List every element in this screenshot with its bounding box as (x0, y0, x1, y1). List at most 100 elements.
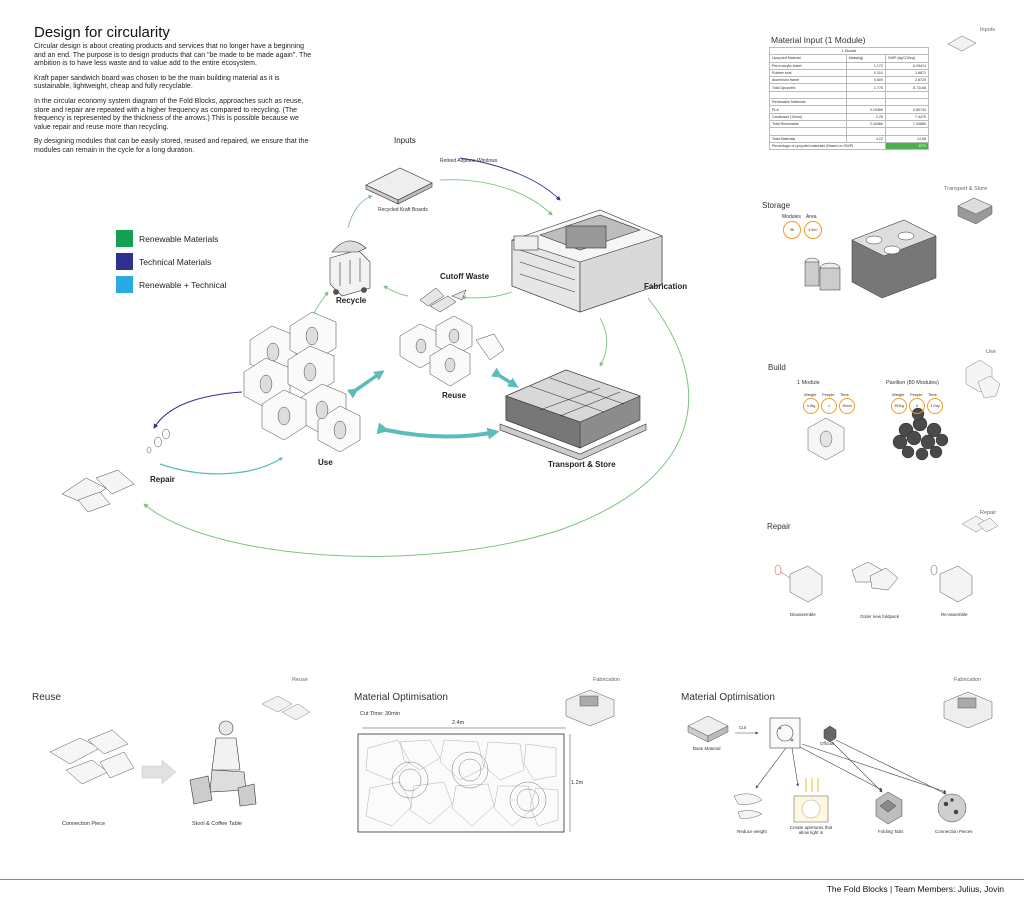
arrow-fab-to-transport (599, 317, 608, 367)
table-cell: Upcycled Material (769, 54, 847, 63)
label-recycle: Recycle (336, 296, 367, 305)
reuse-section-title: Reuse (32, 692, 61, 703)
output-folding-tabs (875, 791, 903, 825)
stool-table-label: Stool & Coffee Table (192, 821, 242, 827)
fabrication-thumb-2-illustration (943, 691, 993, 729)
build-pavilion-time-badge: 3 Day (927, 398, 943, 414)
repair-step-label: Disassemble (790, 612, 816, 617)
label-reuse: Reuse (442, 391, 467, 400)
inputs-thumb-illustration (947, 35, 977, 52)
table-cell: Perm acrylic sheet (769, 61, 847, 70)
table-cell: 0.19466 (845, 105, 886, 114)
repair-step-label: Re-assemble (941, 612, 968, 617)
output-reduce-weight (733, 793, 763, 819)
build-pavilion-people-badge: 6 (909, 398, 925, 414)
label-retired-windows: Retired Airplane Windows (440, 158, 498, 164)
table-cell (845, 98, 886, 107)
footer-credits: The Fold Blocks | Team Members: Julius, … (826, 884, 1004, 894)
output-apertures (793, 778, 829, 823)
table-cell: 1.776 (845, 83, 886, 92)
build-people-label: People (910, 392, 923, 397)
sheet-height-label: 1.2m (571, 780, 584, 786)
thumb-label-inputs: Inputs (980, 27, 995, 33)
build-people-label: People (822, 392, 835, 397)
label-inputs: Inputs (394, 136, 416, 145)
build-one-people-badge: 1 (821, 398, 837, 414)
reuse-thumb-label: Reuse (292, 677, 308, 683)
arrow-use-to-repair-blue (153, 391, 243, 429)
repair-illustration (61, 428, 170, 513)
legend-label: Renewable Materials (139, 233, 219, 244)
output-label: Create apertures that allow light in (789, 825, 833, 835)
arrow-fab-to-cutoff (461, 291, 513, 300)
table-row: Percentage of upcycled materials (Based … (769, 141, 930, 151)
intro-paragraph: Kraft paper sandwich board was chosen to… (34, 74, 280, 91)
table-cell-highlight: 67% (884, 141, 930, 151)
label-repair: Repair (150, 475, 175, 484)
build-time-label: Time (928, 392, 937, 397)
table-cell: 0.89744 (884, 105, 930, 114)
fabrication-machine-illustration (511, 209, 663, 313)
arrow-fab-loop-to-repair (143, 297, 690, 557)
use-cluster-illustration (243, 311, 361, 453)
table-header: 1 Module (769, 46, 929, 56)
table-cell: 1.172 (845, 61, 886, 70)
label-recycled-boards: Recycled Kraft Boards (378, 207, 428, 213)
table-cell (845, 90, 886, 100)
table-cell: Mass(kg) (845, 54, 886, 63)
legend-label: Renewable + Technical (139, 279, 227, 290)
storage-title: Storage (762, 201, 791, 210)
table-cell: 7.34889 (884, 119, 930, 129)
build-weight-label: Weight (804, 392, 817, 397)
cut-time-label: Cut Time: 30min (360, 711, 401, 717)
label-use: Use (318, 458, 333, 467)
legend-item-technical: Technical Materials (116, 253, 227, 270)
output-label: Reduce weight (737, 829, 767, 834)
table-cell (884, 127, 930, 136)
fabrication-thumb-1-illustration (565, 689, 615, 727)
build-time-label: Time (840, 392, 849, 397)
sheet-width-label: 2.4m (452, 720, 465, 726)
table-cell (845, 127, 886, 136)
arrow-windows-to-fabrication (459, 157, 561, 201)
recycle-bin-illustration (329, 240, 371, 297)
legend-swatch-renewable (116, 230, 133, 247)
reuse-thumb-illustration (261, 695, 311, 721)
table-cell: PLA (769, 105, 847, 114)
transport-thumb-illustration (957, 197, 993, 225)
build-one-time-badge: 15min (839, 398, 855, 414)
intro-paragraph: By designing modules that can be easily … (34, 138, 309, 154)
table-row (769, 127, 930, 136)
legend-label: Technical Materials (139, 256, 212, 267)
optim2-thumb-label: Fabrication (954, 677, 982, 683)
label-cutoff-waste: Cutoff Waste (440, 272, 490, 281)
table-cell: 2.44466 (845, 119, 886, 129)
connection-piece-label: Connection Piece (62, 821, 106, 827)
label-fabrication: Fabrication (644, 282, 688, 291)
use-thumb-illustration (965, 359, 1001, 399)
build-pavilion-illustration (892, 407, 949, 461)
reuse-cluster-illustration (399, 315, 505, 387)
table-row: Renewable Materials (769, 98, 930, 107)
table-cell: Total Renewable (769, 119, 847, 129)
build-module-illustration (807, 417, 845, 461)
table-row (769, 90, 930, 100)
table-cell: Cardboard (10mm) (769, 112, 847, 121)
arrow-reuse-transport (490, 367, 519, 388)
build-title: Build (768, 363, 786, 372)
table-cell: GWP (kgCO2eq) (884, 54, 930, 63)
storage-area-label: Area (806, 214, 817, 220)
cut-label: Cut (739, 725, 747, 730)
table-cell: 2.25 (845, 112, 886, 121)
base-material-illustration (687, 715, 729, 743)
optim1-title: Material Optimisation (354, 692, 448, 703)
storage-modules-label: Modules (782, 214, 801, 220)
label-transport-store: Transport & Store (548, 460, 616, 469)
